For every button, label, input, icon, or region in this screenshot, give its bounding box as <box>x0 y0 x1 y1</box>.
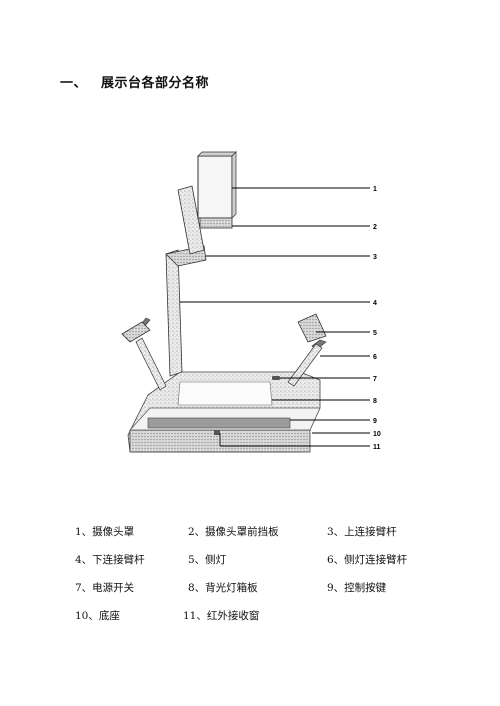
control-keys <box>147 417 291 429</box>
lower-arm <box>165 245 207 377</box>
legend-item: 11、红外接收窗 <box>183 610 260 622</box>
callout-1: 1 <box>373 186 377 193</box>
callout-6: 6 <box>373 354 377 361</box>
legend-item: 4、下连接臂杆 <box>75 554 145 566</box>
section-number: 一、 <box>60 76 88 91</box>
backlight-panel <box>177 381 273 406</box>
ir-window <box>214 430 220 435</box>
callout-5: 5 <box>373 330 377 337</box>
callout-11: 11 <box>373 444 381 451</box>
legend-item: 3、上连接臂杆 <box>327 526 397 538</box>
right-side-lamp <box>287 313 327 387</box>
legend-row: 4、下连接臂杆 5、侧灯 6、侧灯连接臂杆 <box>75 546 455 574</box>
callout-2: 2 <box>373 224 377 231</box>
left-side-lamp <box>121 317 167 391</box>
upper-arm <box>177 185 205 255</box>
parts-legend: 1、摄像头罩 2、摄像头罩前挡板 3、上连接臂杆 4、下连接臂杆 5、侧灯 6、… <box>75 518 455 630</box>
legend-item: 1、摄像头罩 <box>75 526 135 538</box>
legend-item: 2、摄像头罩前挡板 <box>188 526 279 538</box>
legend-row: 10、底座 11、红外接收窗 <box>75 602 455 630</box>
camera-front-shield <box>199 217 233 229</box>
legend-item: 7、电源开关 <box>75 582 135 594</box>
document-camera-diagram: 1 2 3 4 5 6 7 8 9 10 11 <box>120 150 390 460</box>
document-camera-illustration: 1 2 3 4 5 6 7 8 9 10 11 <box>121 151 381 453</box>
callout-3: 3 <box>373 254 377 261</box>
legend-item: 8、背光灯箱板 <box>188 582 258 594</box>
callout-9: 9 <box>373 418 377 425</box>
section-heading: 一、展示台各部分名称 <box>60 72 209 91</box>
power-switch <box>272 376 280 380</box>
camera-head <box>197 151 237 219</box>
legend-item: 10、底座 <box>75 610 120 622</box>
legend-item: 9、控制按键 <box>327 582 387 594</box>
section-title: 展示台各部分名称 <box>101 76 210 91</box>
legend-row: 7、电源开关 8、背光灯箱板 9、控制按键 <box>75 574 455 602</box>
callout-7: 7 <box>373 376 377 383</box>
legend-item: 6、侧灯连接臂杆 <box>327 554 408 566</box>
leader-lines <box>180 187 370 447</box>
callout-10: 10 <box>373 431 381 438</box>
callout-8: 8 <box>373 398 377 405</box>
callout-4: 4 <box>373 300 377 307</box>
legend-item: 5、侧灯 <box>188 554 227 566</box>
legend-row: 1、摄像头罩 2、摄像头罩前挡板 3、上连接臂杆 <box>75 518 455 546</box>
